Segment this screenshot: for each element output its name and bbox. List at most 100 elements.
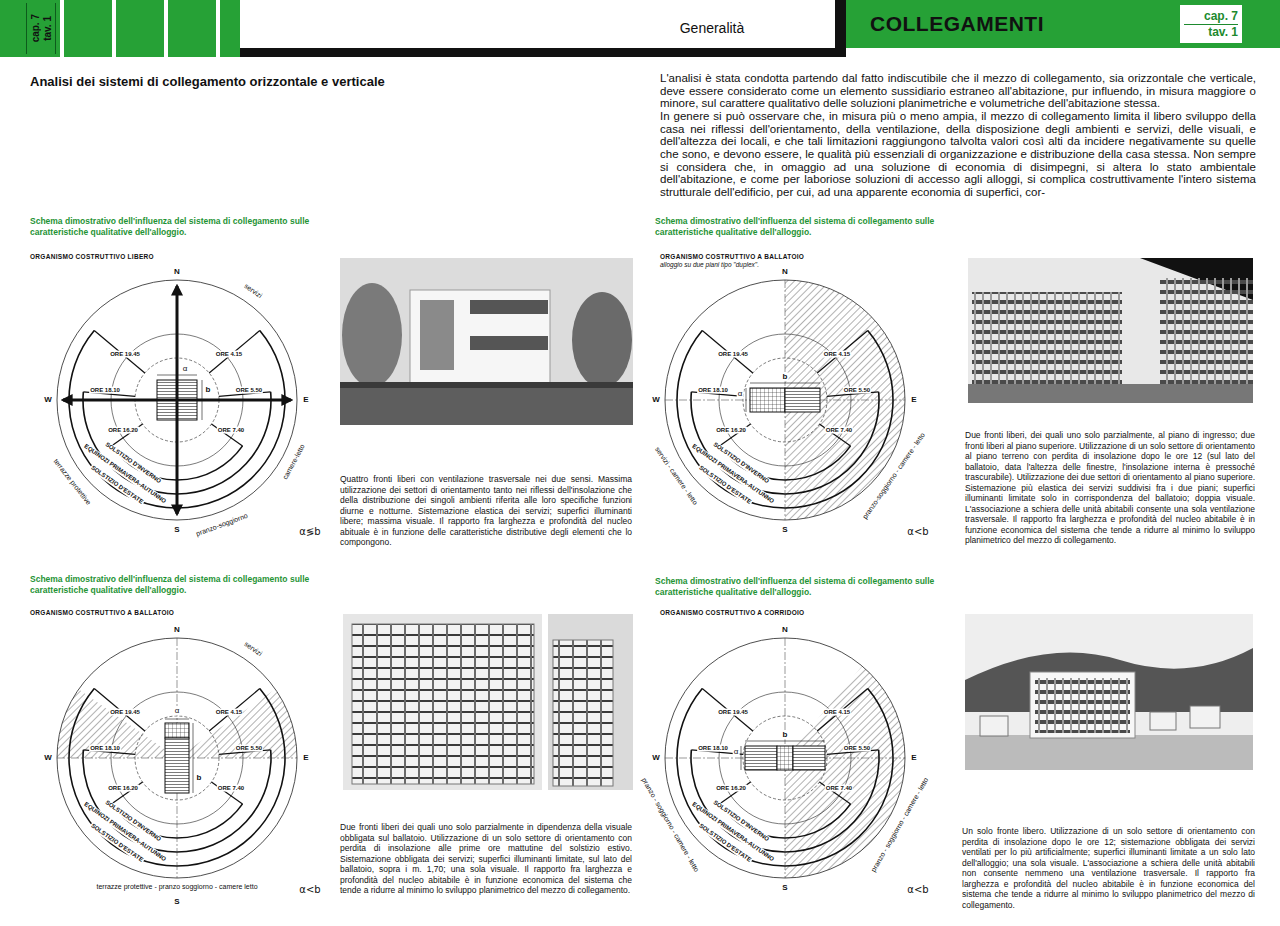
compass-point: E <box>302 395 309 404</box>
diagram-line <box>94 331 145 373</box>
diagram-line <box>745 746 777 770</box>
header-label: Generalità <box>680 20 745 36</box>
room-label: pranzo-soggiorno <box>195 512 251 539</box>
hour-label: ORE 4.15 <box>823 351 851 358</box>
hour-label: ORE 16.20 <box>715 427 747 434</box>
system-name: ORGANISMO COSTRUTTIVO A BALLATOIO <box>660 253 804 261</box>
compass-point: S <box>173 525 180 534</box>
compass-point: E <box>302 753 309 762</box>
tab-text: COLLEGAMENTI <box>870 12 1044 36</box>
diagram-line <box>785 388 820 412</box>
room-label: camere-letto <box>281 442 307 482</box>
diagram-line <box>702 331 753 373</box>
tab-text: cap. 7 <box>30 14 41 42</box>
compass-point: W <box>43 395 53 404</box>
hour-label: ORE 19.45 <box>109 351 141 358</box>
diagram-line <box>165 738 189 793</box>
compass-point: N <box>173 625 181 634</box>
hour-label: ORE 5.50 <box>235 387 263 394</box>
diagram-line <box>176 286 179 514</box>
hour-label: ORE 7.40 <box>825 785 853 792</box>
dimension-label: α <box>182 364 189 373</box>
figure-caption: Schema dimostrativo dell'influenza del s… <box>655 576 975 597</box>
diagram-line <box>793 746 825 770</box>
hour-label: ORE 16.20 <box>107 785 139 792</box>
diagram-line <box>741 746 742 770</box>
hour-label: ORE 5.50 <box>843 745 871 752</box>
room-label: pranzo - soggiorno - camere - letto <box>869 775 931 874</box>
compass-point: E <box>910 753 917 762</box>
diagram-line <box>793 746 825 770</box>
compass-point: N <box>781 625 789 634</box>
hour-label: ORE 5.50 <box>235 745 263 752</box>
diagram-line <box>745 746 777 770</box>
diagram-line <box>165 719 189 720</box>
compass-point: S <box>781 883 788 892</box>
figure-caption: Schema dimostrativo dell'influenza del s… <box>30 216 350 237</box>
diagram-line <box>817 689 868 731</box>
tab-text: cap. 7 <box>1184 9 1238 25</box>
diagram-line <box>165 723 189 738</box>
room-label: terrazze protettive - pranzo soggiorno -… <box>95 883 258 891</box>
system-name: ORGANISMO COSTRUTTIVO A BALLATOIO <box>30 609 174 617</box>
hour-label: ORE 16.20 <box>107 427 139 434</box>
compass-point: W <box>651 753 661 762</box>
description-text: Due fronti liberi, dei quali uno solo pa… <box>965 430 1255 546</box>
diagram-line <box>702 689 753 731</box>
dimension-label: α <box>733 747 740 756</box>
ratio-label: α<b <box>906 884 929 896</box>
figure-caption: Schema dimostrativo dell'influenza del s… <box>655 216 975 237</box>
description-text: Un solo fronte libero. Utilizzazione di … <box>962 826 1255 910</box>
description-text: Due fronti liberi dei quali uno solo par… <box>340 822 632 896</box>
hour-label: ORE 7.40 <box>217 427 245 434</box>
dimension-label: b <box>196 773 203 782</box>
dimension-label: α <box>737 389 744 398</box>
compass-point: E <box>910 395 917 404</box>
figure-caption: Schema dimostrativo dell'influenza del s… <box>30 574 350 595</box>
section-band: COLLEGAMENTI cap. 7tav. 1 <box>846 0 1280 48</box>
diagram-line <box>750 383 820 384</box>
diagram-line <box>746 388 747 412</box>
compass-point: S <box>173 897 180 906</box>
hour-label: ORE 5.50 <box>843 387 871 394</box>
diagram-line <box>165 738 189 793</box>
dimension-label: α <box>174 706 181 715</box>
compass-point: N <box>173 267 181 276</box>
diagram-line <box>165 723 189 738</box>
hour-label: ORE 18.10 <box>697 745 729 752</box>
hour-label: ORE 19.45 <box>717 709 749 716</box>
system-name: ORGANISMO COSTRUTTIVO A CORRIDOIO <box>660 609 804 617</box>
hour-label: ORE 19.45 <box>717 351 749 358</box>
hour-label: ORE 19.45 <box>109 709 141 716</box>
hour-label: ORE 18.10 <box>697 387 729 394</box>
compass-point: N <box>781 267 789 276</box>
system-note: alloggio su due piani tipo "duplex". <box>660 261 759 269</box>
diagram-line <box>665 280 905 520</box>
ratio-label: α<b <box>906 526 929 538</box>
compass-point: W <box>651 395 661 404</box>
diagram-line <box>57 280 297 520</box>
system-name: ORGANISMO COSTRUTTIVO LIBERO <box>30 253 154 261</box>
room-label: servizi <box>242 639 265 658</box>
diagram-line <box>777 746 793 770</box>
intro-paragraph: L'analisi è stata condotta partendo dal … <box>660 72 1256 110</box>
dimension-label: b <box>782 372 789 381</box>
hour-label: ORE 18.10 <box>89 745 121 752</box>
hour-label: ORE 4.15 <box>215 351 243 358</box>
diagram-line <box>665 638 905 878</box>
intro-paragraph: In genere si può osservare che, in misur… <box>660 110 1256 199</box>
hour-label: ORE 4.15 <box>215 709 243 716</box>
tab-text: tav. 1 <box>42 16 53 41</box>
tab-text: tav. 1 <box>1184 25 1238 40</box>
room-label: servizi - camere - letto <box>652 445 699 508</box>
description-text: Quattro fronti liberi con ventilazione t… <box>340 474 632 548</box>
diagram-line <box>193 723 194 793</box>
hour-label: ORE 4.15 <box>823 709 851 716</box>
diagram-line <box>94 689 145 731</box>
diagram-line <box>209 331 260 373</box>
compass-point: S <box>781 525 788 534</box>
chapter-tab: cap. 7tav. 1 <box>26 3 56 54</box>
page-title: Analisi dei sistemi di collegamento oriz… <box>30 74 385 90</box>
hour-label: ORE 18.10 <box>89 387 121 394</box>
diagram-line <box>209 689 260 731</box>
